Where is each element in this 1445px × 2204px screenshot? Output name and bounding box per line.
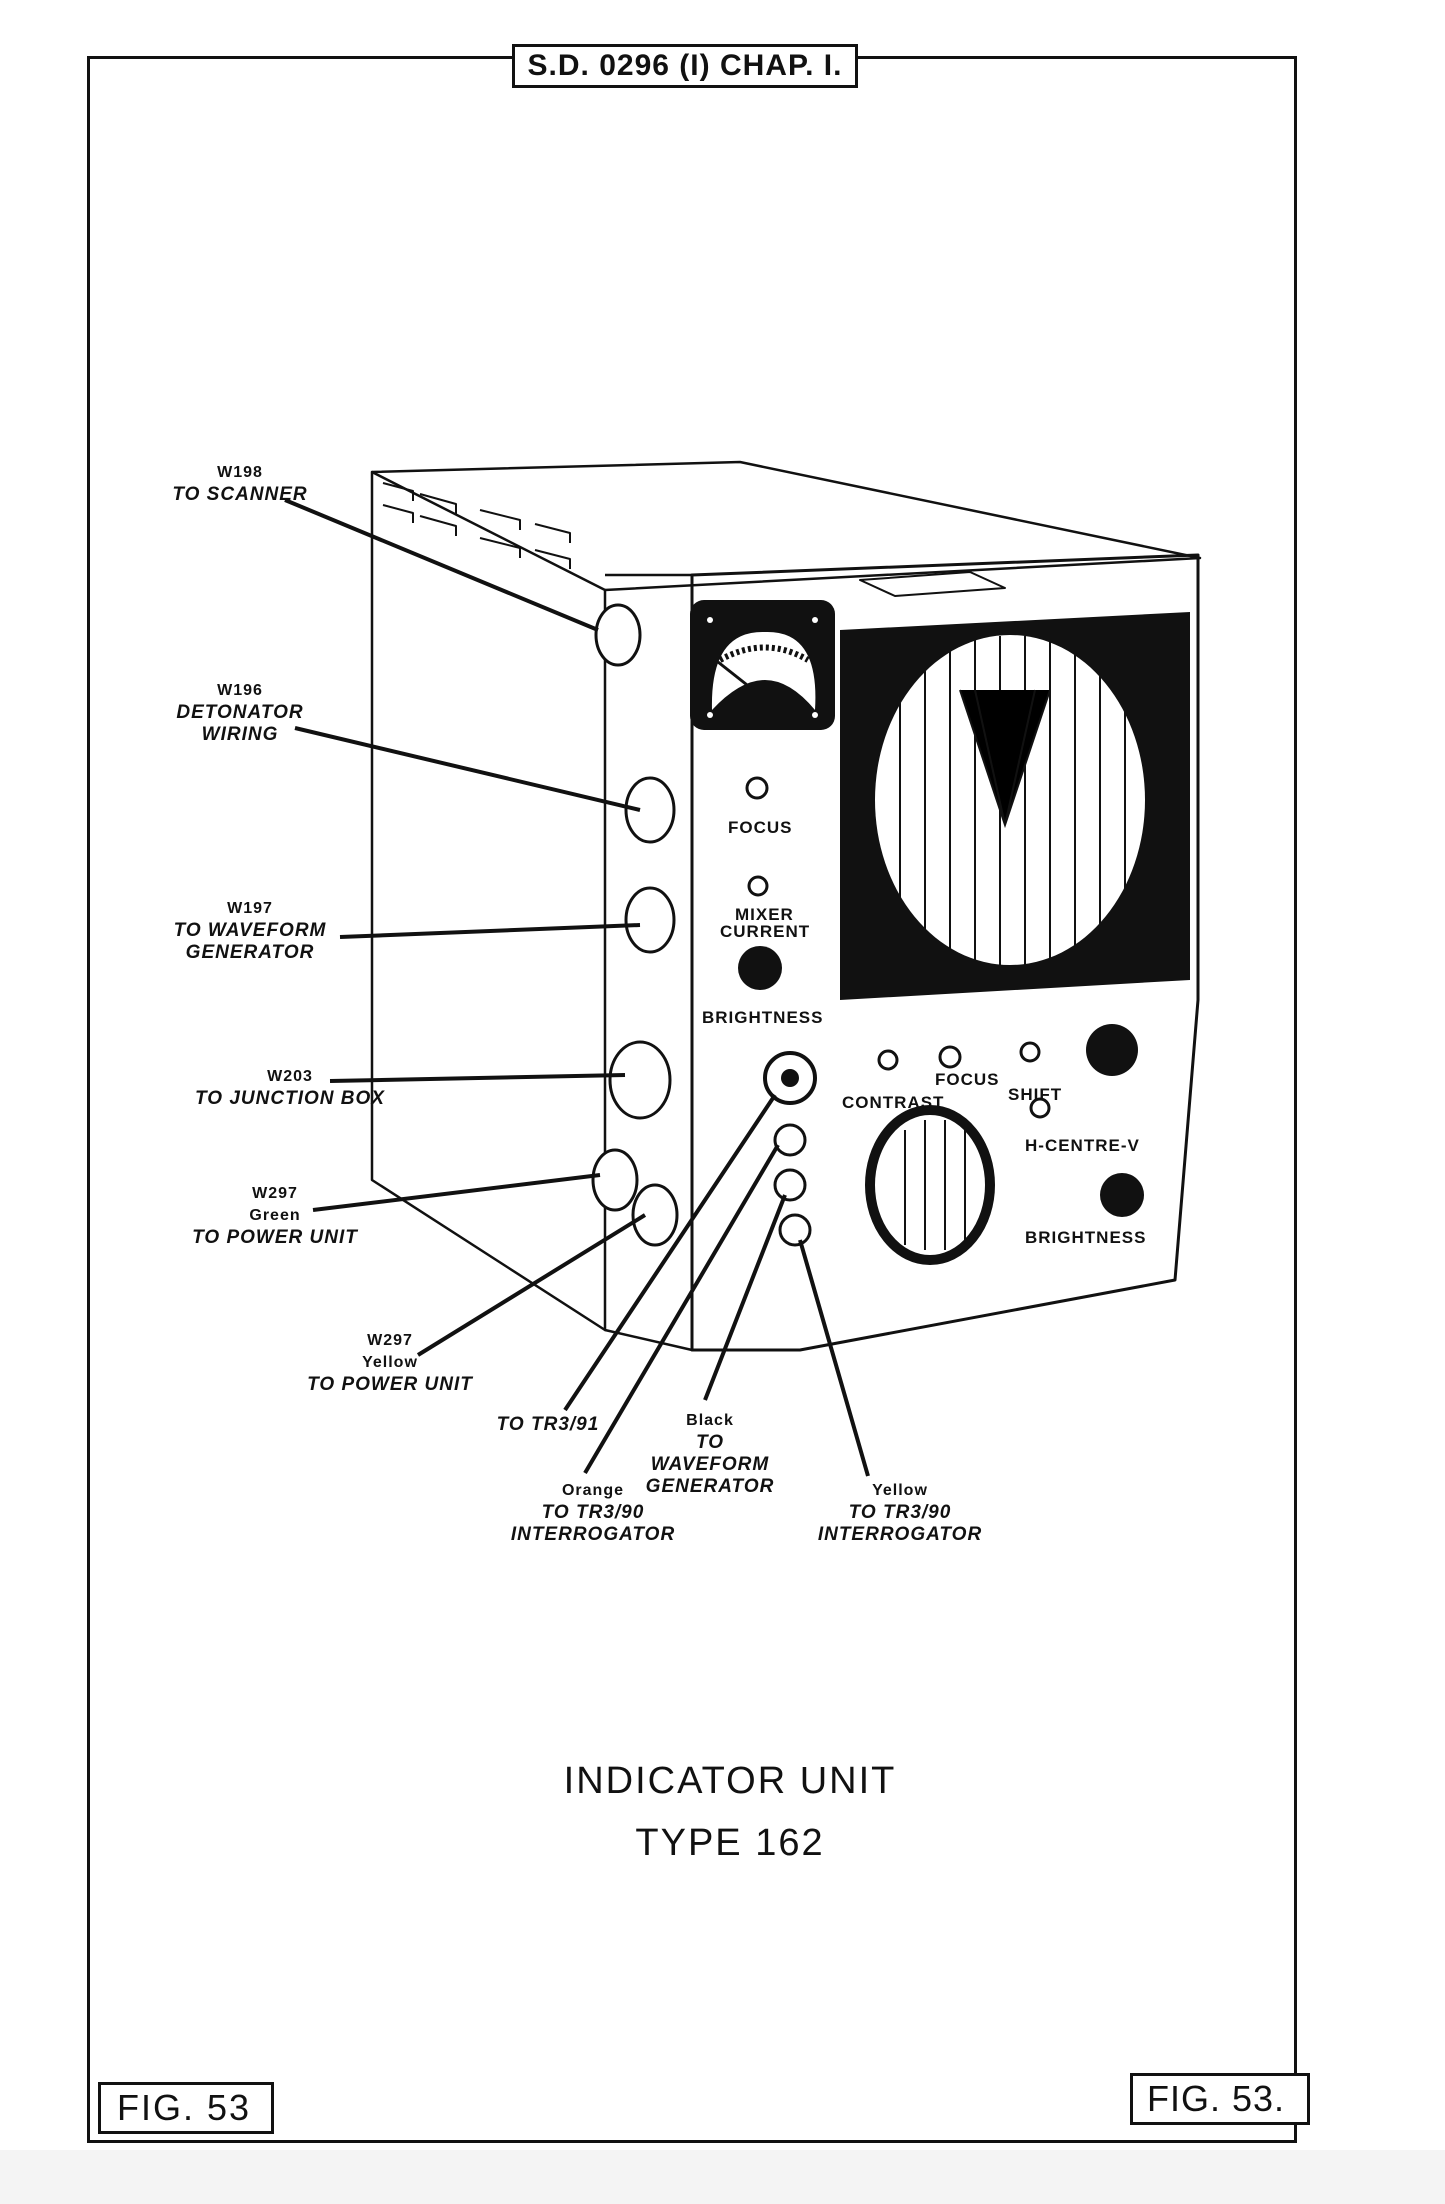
callout-w203: W203 TO JUNCTION BOX bbox=[195, 1068, 385, 1109]
panel-label-mixer: MIXER bbox=[735, 905, 794, 924]
figure-title-line-1: INDICATOR UNIT bbox=[563, 1760, 897, 1802]
callout-black: Black TO WAVEFORM GENERATOR bbox=[645, 1412, 775, 1497]
plug-orange bbox=[773, 1123, 807, 1157]
panel-label-focus-upper: FOCUS bbox=[728, 818, 793, 837]
crt-trace-lines bbox=[899, 636, 1126, 965]
figure-number-right: FIG. 53. bbox=[1130, 2073, 1310, 2125]
focus-lower-knob bbox=[938, 1045, 962, 1069]
panel-label-contrast: CONTRAST bbox=[842, 1093, 945, 1112]
brightness-lower-knob bbox=[1100, 1173, 1144, 1217]
callout-w297-green: W297 Green TO POWER UNIT bbox=[192, 1185, 358, 1248]
unit-side-panel bbox=[370, 470, 607, 1332]
figure-number-left: FIG. 53 bbox=[98, 2082, 274, 2134]
panel-label-focus-lower: FOCUS bbox=[935, 1070, 1000, 1089]
callout-w297-yellow: W297 Yellow TO POWER UNIT bbox=[307, 1332, 473, 1395]
mixer-current-knob bbox=[747, 875, 769, 897]
connector-w297-yellow bbox=[631, 1183, 679, 1247]
crt-display bbox=[840, 612, 1190, 1000]
figure-title: INDICATOR UNIT TYPE 162 bbox=[460, 1750, 1000, 1874]
meter bbox=[690, 600, 835, 730]
callout-yellow: Yellow TO TR3/90 INTERROGATOR bbox=[817, 1482, 983, 1545]
plug-yellow bbox=[778, 1213, 812, 1247]
panel-label-h-centre-v: H-CENTRE-V bbox=[1025, 1136, 1140, 1155]
vent-slots bbox=[382, 482, 571, 569]
panel-label-shift: SHIFT bbox=[1008, 1085, 1063, 1104]
connector-w198 bbox=[594, 603, 642, 667]
callout-w197: W197 TO WAVEFORM GENERATOR bbox=[173, 900, 327, 963]
front-panel bbox=[690, 553, 1200, 1352]
callout-tr3-91: TO TR3/91 bbox=[496, 1414, 600, 1435]
plug-black bbox=[773, 1168, 807, 1202]
h-centre-knob bbox=[1029, 1097, 1051, 1119]
callout-orange: Orange TO TR3/90 INTERROGATOR bbox=[510, 1482, 676, 1545]
knobs bbox=[738, 776, 1144, 1265]
focus-upper-knob bbox=[745, 776, 769, 800]
connector-w297-green bbox=[591, 1148, 639, 1212]
panel-label-brightness-upper: BRIGHTNESS bbox=[702, 1008, 824, 1027]
document-reference: S.D. 0296 (I) CHAP. I. bbox=[512, 44, 858, 88]
panel-label-current: CURRENT bbox=[720, 922, 811, 941]
page-bottom-margin bbox=[0, 2150, 1445, 2204]
panel-label-brightness-lower: BRIGHTNESS bbox=[1025, 1228, 1147, 1247]
small-crt bbox=[865, 1105, 995, 1265]
contrast-knob bbox=[877, 1049, 899, 1071]
connector-w196 bbox=[624, 776, 676, 844]
callout-w196: W196 DETONATOR WIRING bbox=[176, 682, 304, 745]
unit-top bbox=[371, 460, 1202, 592]
connectors bbox=[591, 603, 679, 1247]
shift-knob bbox=[1019, 1041, 1041, 1063]
connector-w197 bbox=[624, 886, 676, 954]
large-knob bbox=[1086, 1024, 1138, 1076]
leader-lines bbox=[284, 498, 870, 1477]
connector-w203 bbox=[608, 1040, 672, 1120]
brightness-upper-knob bbox=[738, 946, 782, 990]
figure-title-line-2: TYPE 162 bbox=[635, 1822, 825, 1864]
callout-w198: W198 TO SCANNER bbox=[172, 464, 308, 505]
top-hatch bbox=[859, 571, 1006, 597]
